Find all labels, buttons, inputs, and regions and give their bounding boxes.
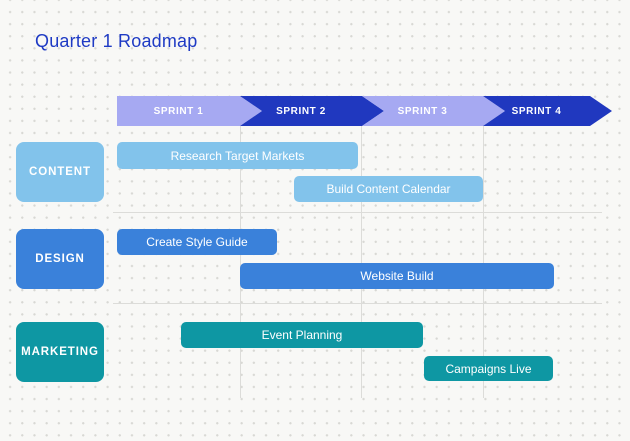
page-title: Quarter 1 Roadmap bbox=[35, 31, 198, 51]
sprint-header-3[interactable]: SPRINT 3 bbox=[362, 96, 505, 126]
task-bar-event-planning[interactable]: Event Planning bbox=[181, 322, 423, 348]
task-bar-research-target-markets[interactable]: Research Target Markets bbox=[117, 142, 358, 169]
row-label-content[interactable]: CONTENT bbox=[16, 142, 104, 202]
gridline-vertical bbox=[361, 126, 362, 398]
row-label-design[interactable]: DESIGN bbox=[16, 229, 104, 289]
task-bar-create-style-guide[interactable]: Create Style Guide bbox=[117, 229, 277, 255]
task-bar-website-build[interactable]: Website Build bbox=[240, 263, 554, 289]
gridline-vertical bbox=[483, 126, 484, 398]
row-label-marketing[interactable]: MARKETING bbox=[16, 322, 104, 382]
gridline-horizontal bbox=[113, 212, 602, 213]
sprint-header-1[interactable]: SPRINT 1 bbox=[117, 96, 262, 126]
gridline-vertical bbox=[240, 126, 241, 398]
task-bar-build-content-calendar[interactable]: Build Content Calendar bbox=[294, 176, 483, 202]
sprint-header-2[interactable]: SPRINT 2 bbox=[240, 96, 384, 126]
task-bar-campaigns-live[interactable]: Campaigns Live bbox=[424, 356, 553, 381]
gridline-horizontal bbox=[113, 303, 602, 304]
